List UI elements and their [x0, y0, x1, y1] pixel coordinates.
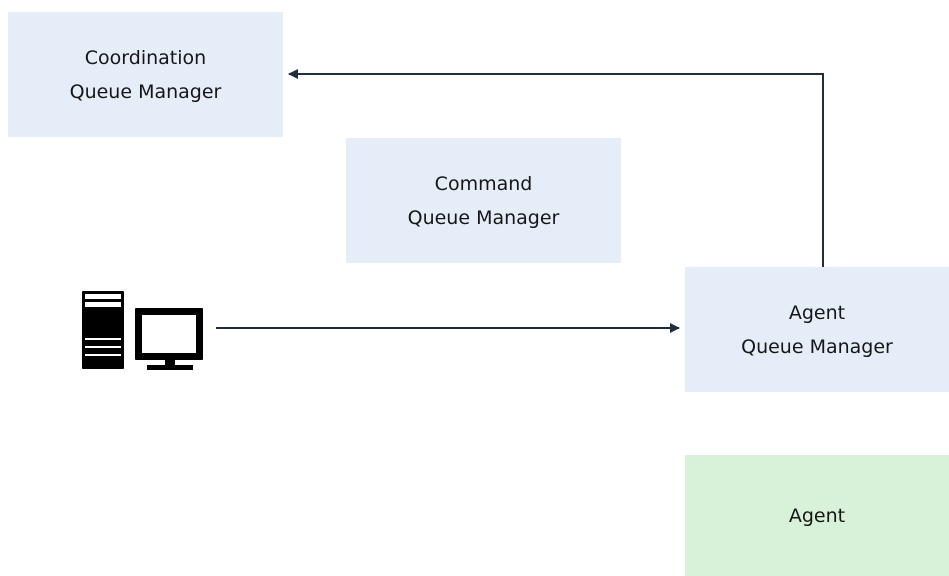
agent-qm-label-line2: Queue Manager — [741, 335, 893, 358]
command-qm-label-line1: Command — [434, 172, 533, 195]
command-qm-label-line2: Queue Manager — [407, 206, 560, 229]
agent-box: Agent — [685, 455, 949, 576]
coordination-qm-label-line2: Queue Manager — [69, 80, 222, 103]
agent-queue-manager-box: Agent Queue Manager — [685, 267, 949, 392]
computer-icon — [82, 291, 203, 370]
command-queue-manager-box: Command Queue Manager — [346, 138, 621, 263]
agent-label: Agent — [788, 504, 846, 527]
agent-qm-label-line1: Agent — [788, 301, 846, 324]
coordination-qm-label-line1: Coordination — [84, 46, 207, 69]
coordination-queue-manager-box: Coordination Queue Manager — [8, 12, 283, 137]
